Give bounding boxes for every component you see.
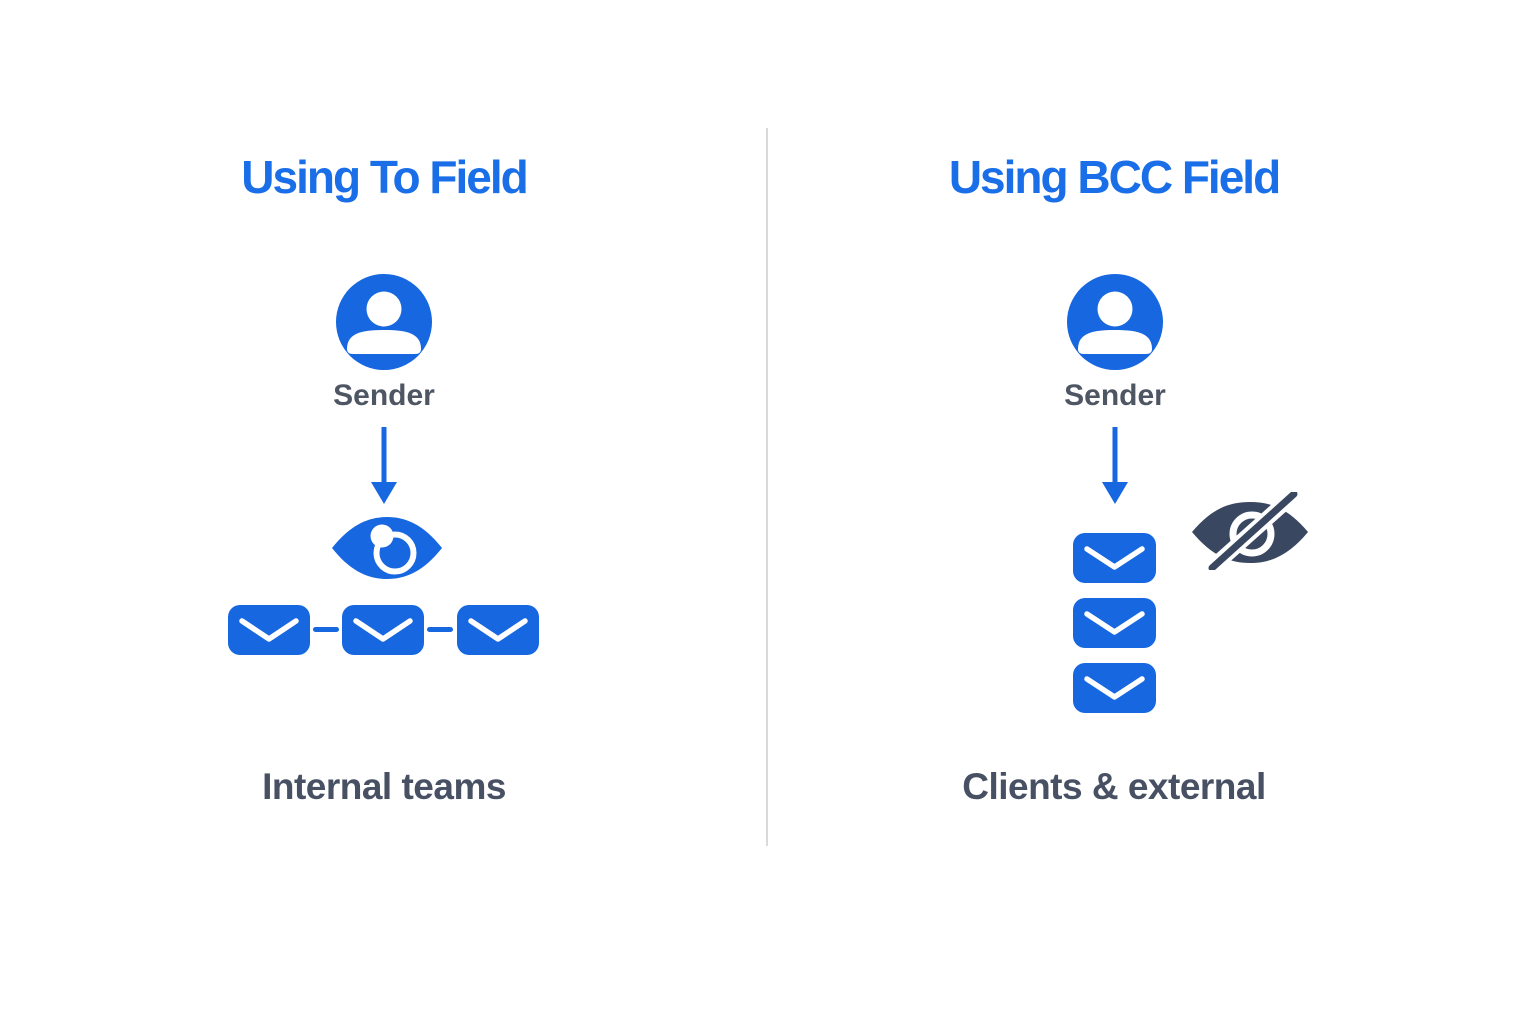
eye-icon [331, 517, 443, 579]
eye-off-icon [1190, 492, 1310, 570]
panel-caption: Internal teams [262, 766, 506, 807]
arrow-down-icon [1102, 427, 1128, 505]
envelope-icon [1073, 663, 1156, 713]
envelope-icon [1073, 598, 1156, 648]
panel-title: Using BCC Field [948, 151, 1281, 203]
vertical-divider [766, 128, 768, 846]
panel-title: Using To Field [241, 151, 528, 203]
envelope-icon [457, 605, 539, 655]
left-panel: Using To Field Sender [228, 151, 539, 807]
envelope-connector [427, 627, 453, 632]
envelope-icon [228, 605, 310, 655]
envelope-connector [313, 627, 339, 632]
user-circle-icon [336, 274, 432, 370]
arrow-down-icon [371, 427, 397, 505]
envelope-icon [342, 605, 424, 655]
panel-caption: Clients & external [962, 766, 1266, 807]
sender-label: Sender [1064, 379, 1166, 412]
sender-label: Sender [333, 379, 435, 412]
envelope-icon [1073, 533, 1156, 583]
right-panel: Using BCC Field Sender [768, 0, 1536, 1024]
user-circle-icon [1067, 274, 1163, 370]
